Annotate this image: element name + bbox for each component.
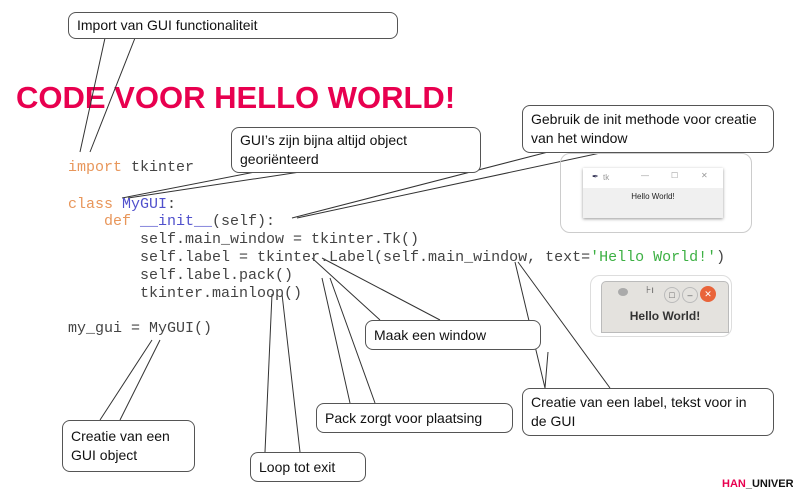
tk-window-linux: ⊦ı □ – ✕ Hello World!: [601, 281, 729, 333]
callout-import: Import van GUI functionaliteit: [68, 12, 398, 39]
window-title: tk: [603, 173, 610, 182]
maximize-icon[interactable]: ☐: [671, 171, 679, 180]
hello-label: Hello World!: [631, 192, 675, 201]
close-icon[interactable]: ✕: [701, 171, 708, 180]
code-line-mainloop: tkinter.mainloop(): [68, 285, 303, 302]
close-icon[interactable]: ✕: [700, 286, 716, 302]
app-icon: [618, 288, 628, 296]
screenshot-frame-linux: [590, 275, 732, 337]
titlebar: ✒ tk — ☐ ✕: [583, 168, 723, 188]
code-line-label: self.label = tkinter.Label(self.main_win…: [68, 249, 726, 266]
code-line-pack: self.label.pack(): [68, 267, 294, 284]
titlebar: ⊦ı □ – ✕: [602, 282, 728, 306]
code-line-import: import tkinter: [68, 159, 195, 176]
screenshot-frame: [560, 153, 752, 233]
feather-icon: ✒: [592, 172, 599, 181]
code-line-instance: my_gui = MyGUI(): [68, 320, 213, 337]
code-line-tk: self.main_window = tkinter.Tk(): [68, 231, 420, 248]
hello-label: Hello World!: [629, 309, 701, 323]
callout-oop: GUI’s zijn bijna altijd object georiënte…: [231, 127, 481, 173]
callout-object: Creatie van een GUI object: [62, 420, 195, 472]
minimize-icon[interactable]: —: [641, 171, 649, 180]
pin-icon: ⊦ı: [646, 285, 654, 296]
callout-init: Gebruik de init methode voor creatie van…: [522, 105, 774, 153]
callout-label: Creatie van een label, tekst voor in de …: [522, 388, 774, 436]
code-line-class: class MyGUI:: [68, 196, 177, 213]
code-line-def: def __init__(self):: [68, 213, 276, 230]
tk-window-windows: ✒ tk — ☐ ✕ Hello World!: [583, 168, 723, 218]
callout-pack: Pack zorgt voor plaatsing: [316, 403, 513, 433]
maximize-icon[interactable]: □: [664, 287, 680, 303]
minimize-icon[interactable]: –: [682, 287, 698, 303]
han-logo: HAN_UNIVERSIT: [722, 478, 793, 490]
callout-window: Maak een window: [365, 320, 541, 350]
callout-loop: Loop tot exit: [250, 452, 366, 482]
